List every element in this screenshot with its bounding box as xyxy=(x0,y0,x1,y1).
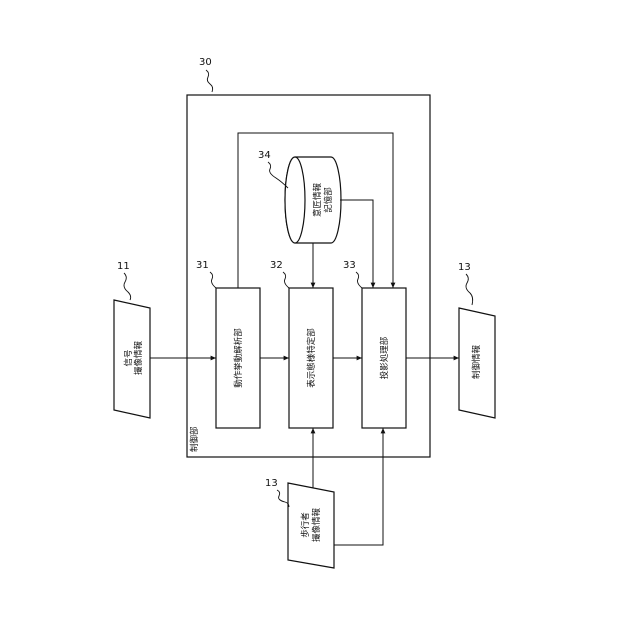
ref-30: 30 xyxy=(199,57,212,68)
ref-11: 11 xyxy=(117,261,130,272)
ref-13-pedestrian: 13 xyxy=(265,478,278,489)
signal-input-label-1: 信号 xyxy=(123,349,134,366)
storage-label-line1: 意匠情報 xyxy=(312,183,323,218)
ref-11-leader xyxy=(124,273,131,300)
ref-13-output-leader xyxy=(466,274,473,305)
ref-30-leader xyxy=(206,70,213,92)
ref-32: 32 xyxy=(270,260,283,271)
projection-label: 投影処理部 xyxy=(379,336,390,379)
ref-13-output: 13 xyxy=(458,262,471,273)
storage-label-line2: 記憶部 xyxy=(323,187,334,213)
signal-input-label-2: 撮像情報 xyxy=(133,341,144,376)
pedestrian-label-1: 歩行者 xyxy=(300,512,311,538)
ref-34: 34 xyxy=(258,150,271,161)
pedestrian-input-node xyxy=(288,483,334,568)
ref-33: 33 xyxy=(343,260,356,271)
ref-13-pedestrian-leader xyxy=(277,490,289,507)
motion-analysis-label: 動作挙動解析部 xyxy=(233,328,244,388)
ref-31: 31 xyxy=(196,260,209,271)
control-unit-label: 制御部 xyxy=(189,426,200,452)
pedestrian-label-2: 撮像情報 xyxy=(311,508,322,543)
display-mode-label: 表示態様特定部 xyxy=(306,328,317,388)
output-label: 制御情報 xyxy=(471,345,482,380)
